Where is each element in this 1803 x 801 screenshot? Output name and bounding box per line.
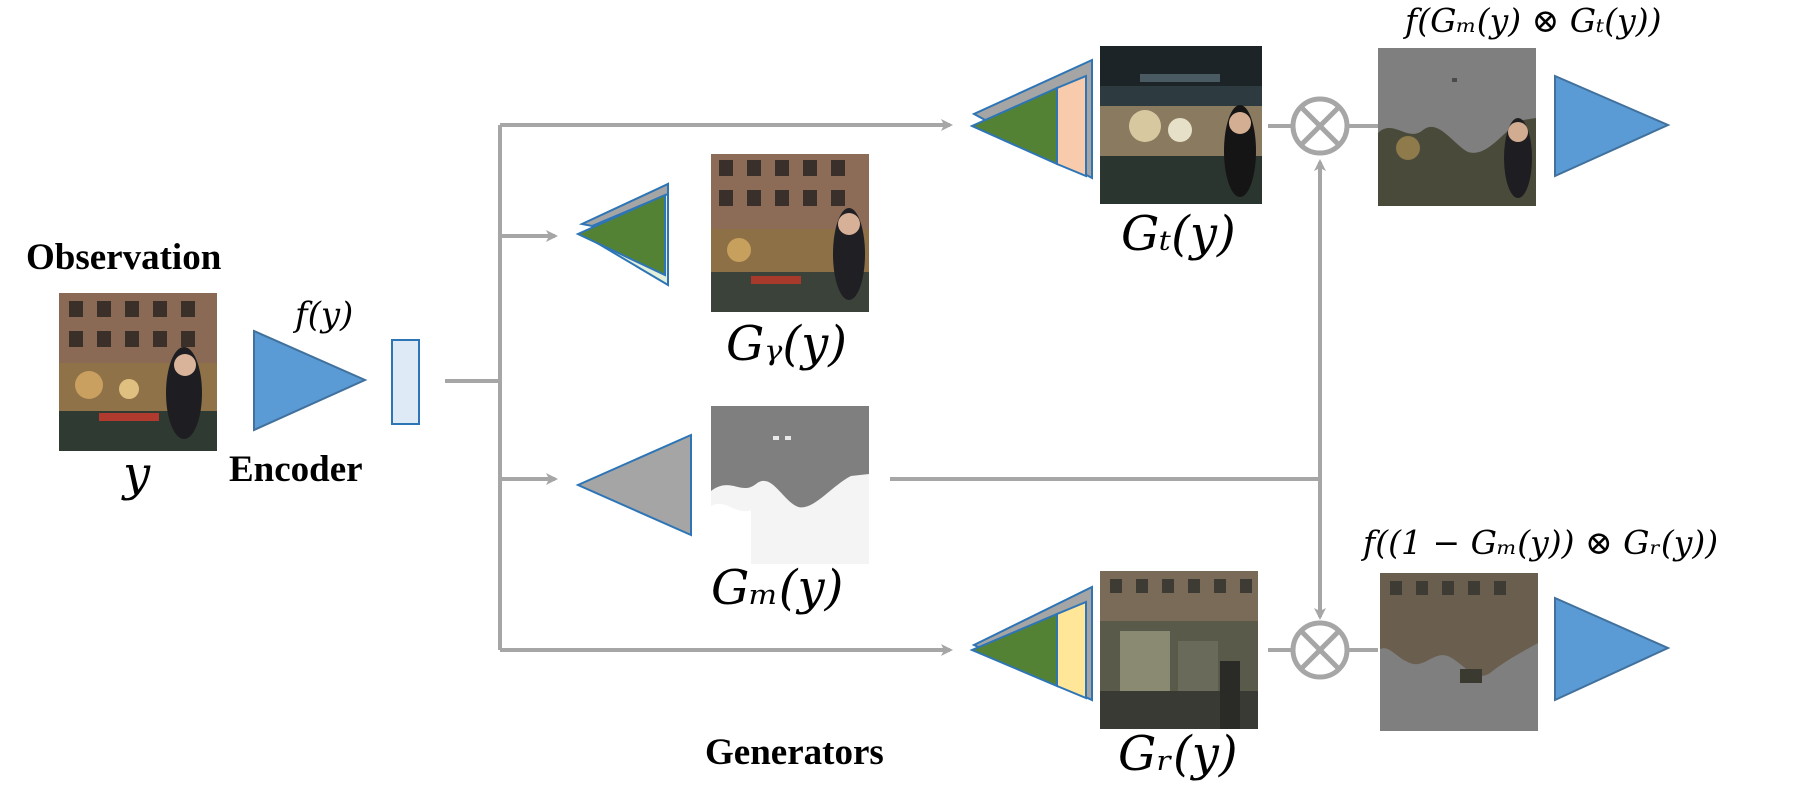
- gy-image: [711, 154, 869, 312]
- multiply-node-bottom: [1290, 620, 1350, 680]
- generators-label: Generators: [705, 732, 884, 773]
- gr-generator-icon: [969, 585, 1093, 702]
- gy-generator-icon: [575, 182, 669, 287]
- gy-label: Gᵧ(y): [726, 316, 847, 372]
- gr-image: [1100, 571, 1258, 729]
- f-bottom-image: [1380, 573, 1538, 731]
- f-bottom-label: f((1 − Gₘ(y)) ⊗ Gᵣ(y)): [1363, 523, 1719, 562]
- observation-image: [59, 293, 217, 451]
- output-triangle-bottom: [1554, 596, 1671, 702]
- gt-generator-icon: [969, 58, 1093, 180]
- feature-vector-box: [391, 339, 420, 425]
- gt-image: [1100, 46, 1262, 204]
- gm-label: Gₘ(y): [711, 560, 844, 616]
- multiply-node-top: [1290, 96, 1350, 156]
- gm-generator-triangle: [575, 433, 692, 537]
- f-y-label: f(y): [295, 295, 354, 335]
- gt-label: Gₜ(y): [1121, 206, 1236, 262]
- f-top-label: f(Gₘ(y) ⊗ Gₜ(y)): [1405, 1, 1662, 40]
- gm-mask-image: [711, 406, 869, 564]
- encoder-label: Encoder: [229, 449, 363, 490]
- gr-label: Gᵣ(y): [1118, 726, 1238, 782]
- f-top-image: [1378, 48, 1536, 206]
- encoder-triangle: [253, 329, 368, 432]
- output-triangle-top: [1554, 74, 1671, 178]
- y-label: y: [123, 446, 151, 502]
- observation-label: Observation: [26, 237, 222, 278]
